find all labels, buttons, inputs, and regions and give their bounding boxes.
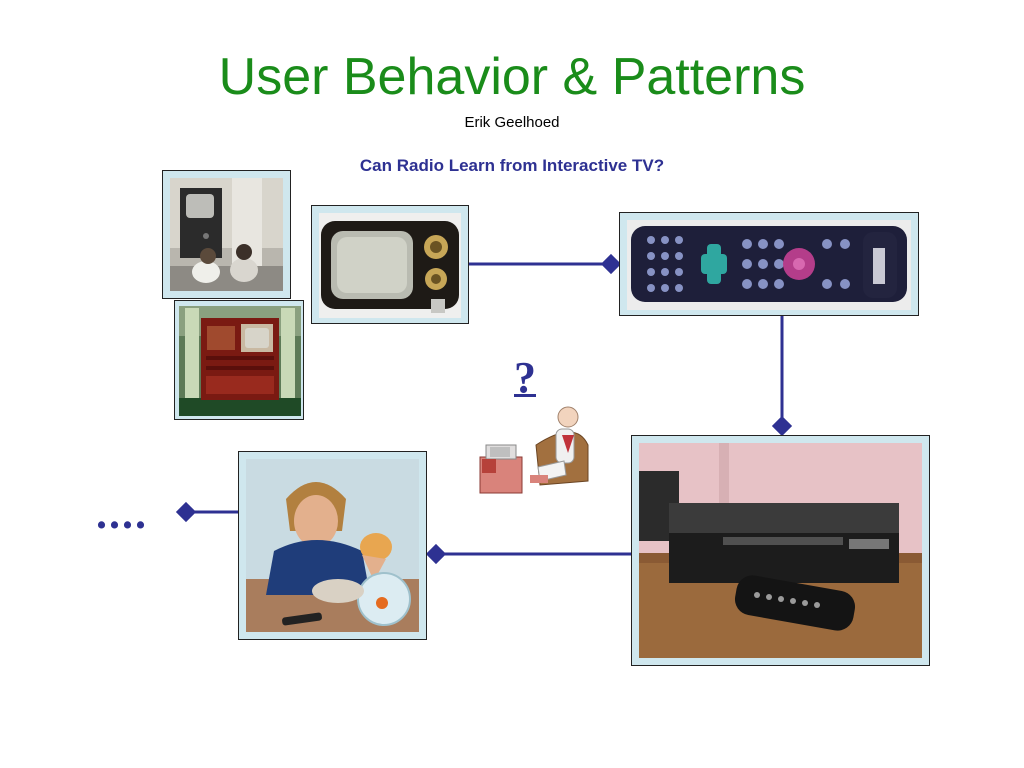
author-name: Erik Geelhoed [464,114,560,131]
woman-with-goldfish-bowl-photo [238,451,427,640]
man-watching-tv-clipart [479,406,589,494]
arrow-diamond-woman [425,543,447,565]
arrow-diamond-remote [600,253,622,275]
portable-tv-photo [311,205,469,324]
continuation-ellipsis: .... [96,489,148,538]
slide-title: User Behavior & Patterns [218,48,806,106]
arrow-diamond-next [175,501,197,523]
remote-control-photo [619,212,919,316]
arrow-diamond-vcr [771,415,793,437]
wooden-tv-cabinet-photo [174,300,304,420]
vintage-tv-children-photo [162,170,291,299]
question-mark: ? [514,353,536,402]
vcr-with-remote-photo [631,435,930,666]
slide-subtitle: Can Radio Learn from Interactive TV? [359,156,665,175]
